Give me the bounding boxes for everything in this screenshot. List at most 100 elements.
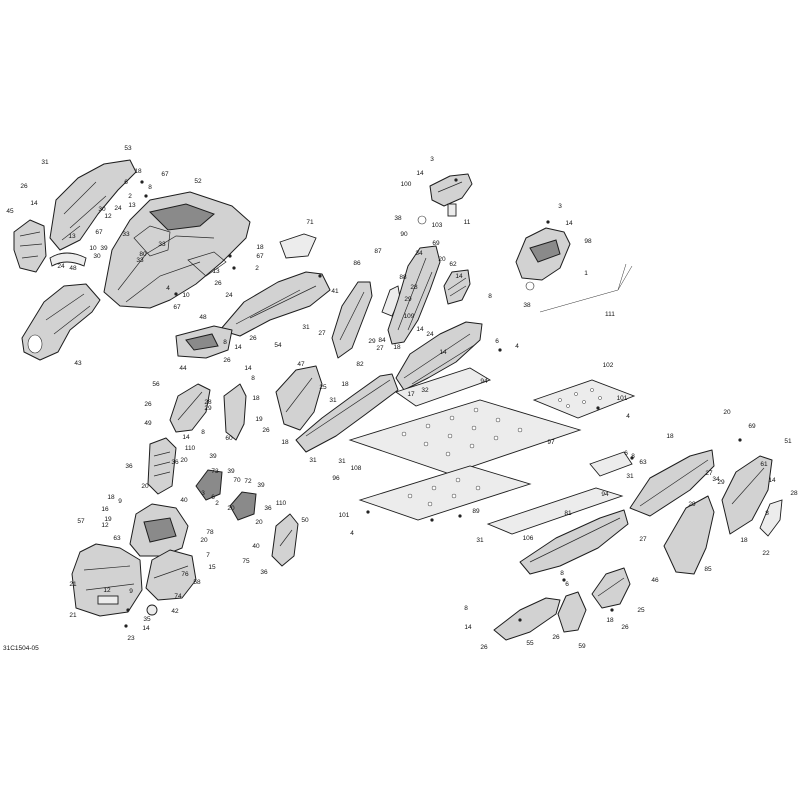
callout-19: 19 bbox=[255, 416, 263, 423]
callout-76: 76 bbox=[181, 571, 189, 578]
callout-14: 14 bbox=[416, 170, 424, 177]
callout-33: 33 bbox=[122, 231, 130, 238]
callout-67: 67 bbox=[95, 229, 103, 236]
callout-29: 29 bbox=[204, 405, 212, 412]
part-86-pillar bbox=[331, 281, 373, 359]
callout-7: 7 bbox=[206, 552, 210, 559]
callout-6: 6 bbox=[565, 581, 569, 588]
callout-31: 31 bbox=[626, 473, 634, 480]
callout-14: 14 bbox=[464, 624, 472, 631]
part-45-side-panel bbox=[13, 219, 47, 273]
callout-30: 30 bbox=[93, 253, 101, 260]
callout-75: 75 bbox=[242, 558, 250, 565]
callout-20: 20 bbox=[141, 483, 149, 490]
callout-14: 14 bbox=[416, 326, 424, 333]
part-46-guard bbox=[591, 567, 631, 609]
callout-53: 53 bbox=[124, 145, 132, 152]
callout-20: 20 bbox=[723, 409, 731, 416]
callout-101: 101 bbox=[339, 512, 350, 519]
callout-18: 18 bbox=[134, 168, 142, 175]
callout-18: 18 bbox=[740, 537, 748, 544]
part-56-bracket bbox=[169, 383, 211, 433]
callout-20: 20 bbox=[255, 519, 263, 526]
callout-18: 18 bbox=[666, 433, 674, 440]
callout-40: 40 bbox=[252, 543, 260, 550]
callout-23: 23 bbox=[127, 635, 135, 642]
callout-26: 26 bbox=[223, 357, 231, 364]
part-98-mirror bbox=[515, 227, 571, 291]
callout-74: 74 bbox=[174, 593, 182, 600]
callout-29: 29 bbox=[717, 479, 725, 486]
part-74-bumper-frame bbox=[145, 549, 197, 601]
callout-49: 49 bbox=[144, 420, 152, 427]
callout-28: 28 bbox=[790, 490, 798, 497]
callout-108: 108 bbox=[351, 465, 362, 472]
fasteners bbox=[124, 178, 742, 628]
callout-11: 11 bbox=[464, 219, 471, 226]
callout-52: 52 bbox=[194, 178, 202, 185]
callout-13: 13 bbox=[212, 268, 220, 275]
callout-36: 36 bbox=[171, 459, 179, 466]
callout-96: 96 bbox=[332, 475, 340, 482]
callout-1: 1 bbox=[584, 270, 588, 277]
callout-48: 48 bbox=[69, 265, 77, 272]
callout-36: 36 bbox=[260, 569, 268, 576]
callout-34: 34 bbox=[712, 476, 720, 483]
callout-82: 82 bbox=[356, 361, 364, 368]
callout-51: 51 bbox=[784, 438, 792, 445]
part-53-front-cover bbox=[49, 159, 137, 251]
callout-57: 57 bbox=[77, 518, 85, 525]
callout-19: 19 bbox=[104, 516, 112, 523]
callout-24: 24 bbox=[114, 205, 122, 212]
callout-4: 4 bbox=[166, 285, 170, 292]
callout-60: 60 bbox=[225, 435, 233, 442]
callout-55: 55 bbox=[526, 640, 534, 647]
callout-8: 8 bbox=[488, 293, 492, 300]
callout-89: 89 bbox=[472, 508, 480, 515]
part-111-cable bbox=[539, 263, 633, 313]
callout-18: 18 bbox=[393, 344, 401, 351]
callout-12: 12 bbox=[103, 587, 111, 594]
callout-94: 94 bbox=[480, 378, 488, 385]
callout-14: 14 bbox=[768, 477, 776, 484]
callout-16: 16 bbox=[101, 506, 109, 513]
part-43-fender bbox=[21, 283, 101, 361]
part-54-long-panel bbox=[219, 271, 331, 337]
callout-42: 42 bbox=[171, 608, 179, 615]
callout-24: 24 bbox=[426, 331, 434, 338]
callout-2: 2 bbox=[128, 193, 132, 200]
callout-46: 46 bbox=[651, 577, 659, 584]
part-47-lower-panel bbox=[275, 365, 323, 431]
callout-31: 31 bbox=[338, 458, 346, 465]
callout-54: 54 bbox=[274, 342, 282, 349]
part-70-louver bbox=[229, 491, 257, 521]
callout-62: 62 bbox=[449, 261, 457, 268]
part-71-plate bbox=[279, 233, 317, 259]
part-87-small-trim bbox=[381, 285, 401, 317]
callout-26: 26 bbox=[480, 644, 488, 651]
callout-14: 14 bbox=[439, 349, 447, 356]
callout-58: 58 bbox=[193, 579, 201, 586]
drawing-reference: 31C1504-05 bbox=[3, 645, 39, 652]
callout-4: 4 bbox=[515, 343, 519, 350]
callout-87: 87 bbox=[374, 248, 382, 255]
callout-35: 35 bbox=[143, 616, 151, 623]
callout-31: 31 bbox=[41, 159, 49, 166]
callout-70: 70 bbox=[233, 477, 241, 484]
part-31-floor-strip bbox=[589, 451, 633, 477]
part-94-floor-strip bbox=[395, 367, 492, 407]
callout-4: 4 bbox=[350, 530, 354, 537]
callout-36: 36 bbox=[125, 463, 133, 470]
callout-29: 29 bbox=[368, 338, 376, 345]
callout-10: 10 bbox=[182, 292, 190, 299]
callout-29: 29 bbox=[688, 501, 696, 508]
callout-2: 2 bbox=[215, 500, 219, 507]
part-28-bracket bbox=[759, 499, 783, 537]
callout-14: 14 bbox=[142, 625, 150, 632]
callout-110: 110 bbox=[185, 445, 196, 452]
callout-56: 56 bbox=[152, 381, 160, 388]
callout-18: 18 bbox=[341, 381, 349, 388]
callout-31: 31 bbox=[302, 324, 310, 331]
callout-33: 33 bbox=[158, 241, 166, 248]
